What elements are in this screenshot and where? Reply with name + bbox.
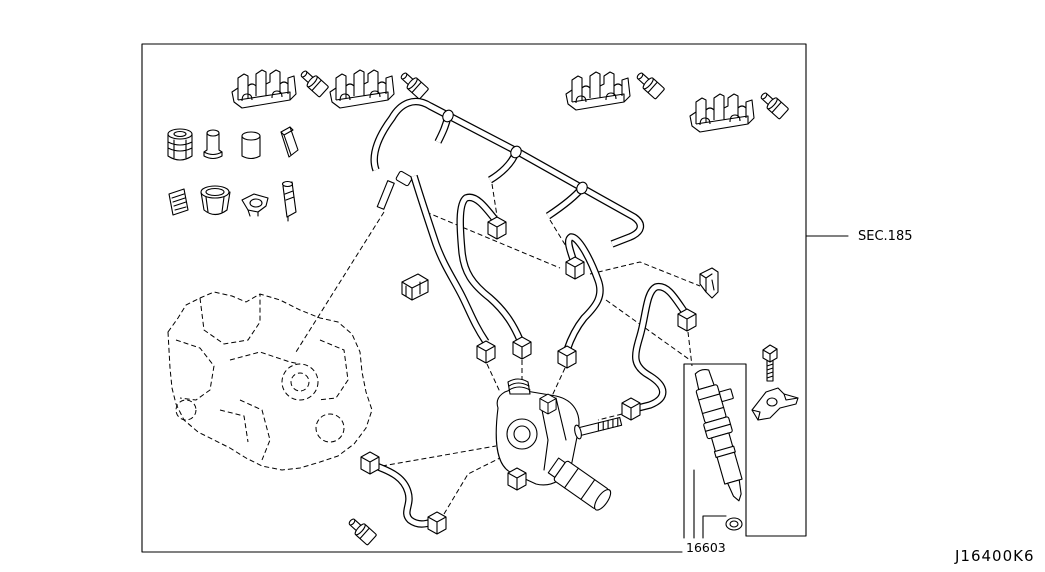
pump-solenoid [547,457,612,511]
injector-washer [725,517,743,531]
spacer [280,126,299,158]
part-number-label: 16603 [686,540,726,555]
grommet [167,128,193,161]
flare-nut [557,345,577,369]
clamp-ring [241,193,269,217]
sleeve [241,131,261,160]
flare-nut [621,397,641,421]
feed-tube-pin [345,514,378,546]
clamp-pin [397,68,430,100]
assembly-leader-lines [295,183,701,515]
flare-nut [476,340,496,364]
pipe-clamp [689,93,755,133]
pipe-clamp [565,71,631,111]
pipe-clamp [329,69,395,109]
bushing [203,129,223,160]
injector-clamp [751,387,799,421]
label-plate [168,188,189,216]
section-reference-label: SEC.185 [858,229,913,244]
fuel-rail [374,102,640,244]
fuel-pump [495,378,623,511]
engine-block-outline [167,291,373,471]
tube-retainer-clip [699,267,719,299]
small-parts-group [167,126,299,222]
flare-nut [512,336,532,360]
diagram-frame [141,43,849,553]
retainer-pin [281,180,297,222]
flare-nut [360,451,380,475]
clamp-pin [757,88,790,120]
fuel-injector [694,369,743,502]
clamp-pin [633,68,666,100]
tube-connector-clip [401,273,429,301]
flare-nut [427,511,447,535]
seal-cup [200,185,231,216]
injection-tube-4 [636,287,686,408]
pipe-clamp [231,69,297,109]
feed-tube [376,466,432,524]
pipe-clamp-set [231,66,790,133]
injection-tube-3 [567,237,600,350]
clamp-pin [297,66,330,98]
flare-nut [677,308,697,332]
flare-nut [487,216,507,240]
clamp-bolt [762,344,778,382]
pump-outlet-fitting [507,378,531,395]
pump-fitting [539,393,557,415]
pump-nut [507,467,527,491]
flare-nut [565,256,585,280]
pump-stud [574,416,623,440]
diagram-code-label: J16400K6 [955,547,1035,565]
